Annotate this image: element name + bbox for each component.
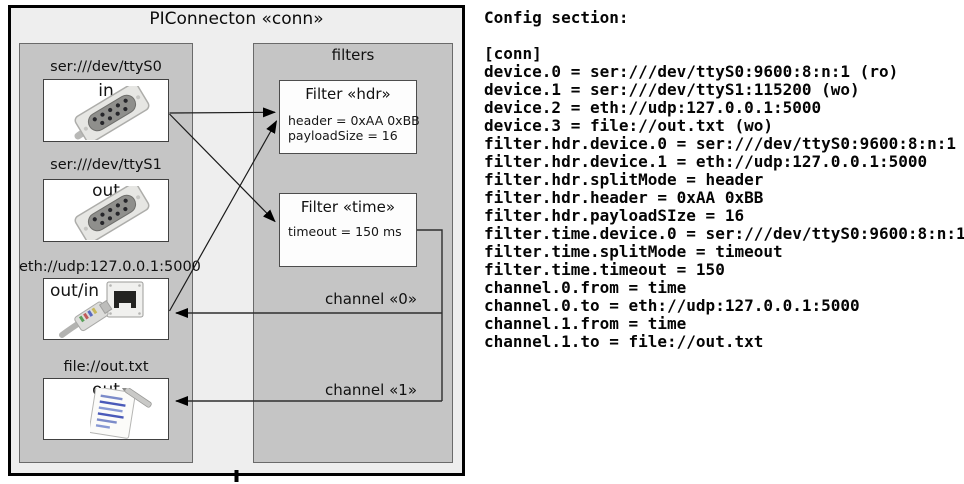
port-label-out-in: out/in: [50, 281, 100, 301]
config-line: device.0 = ser:///dev/ttyS0:9600:8:n:1 (…: [484, 62, 899, 81]
config-title: Config section:: [484, 8, 629, 27]
serial-connector-icon: [64, 82, 160, 144]
config-line: filter.hdr.splitMode = header: [484, 170, 764, 189]
config-line: device.1 = ser:///dev/ttyS1:115200 (wo): [484, 80, 860, 99]
filter-hdr-header-prop: header = 0xAA 0xBB: [288, 113, 420, 128]
device-box-ttys1: out: [43, 179, 169, 244]
config-blank-line: [484, 27, 964, 45]
connection-title: PIConnecton «conn»: [149, 9, 324, 29]
channel-1-label: channel «1»: [324, 381, 417, 399]
device-box-file: out: [43, 378, 169, 440]
filter-hdr-title: Filter «hdr»: [305, 85, 391, 103]
device-address-eth: eth://udp:127.0.0.1:5000: [19, 259, 201, 275]
config-section: Config section: [conn] device.0 = ser://…: [484, 9, 964, 351]
channel-0-label: channel «0»: [324, 290, 417, 308]
config-line: device.3 = file://out.txt (wo): [484, 116, 773, 135]
filter-hdr-payloadsize-prop: payloadSize = 16: [288, 128, 398, 143]
notepad-icon: [88, 384, 154, 444]
device-address-ttys1: ser:///dev/ttyS1: [50, 157, 162, 173]
config-line: channel.1.to = file://out.txt: [484, 332, 764, 351]
config-line: channel.1.from = time: [484, 314, 687, 333]
config-line: filter.time.timeout = 150: [484, 260, 725, 279]
device-address-file: file://out.txt: [63, 359, 149, 375]
filter-hdr-box: Filter «hdr» header = 0xAA 0xBB payloadS…: [279, 80, 420, 154]
filter-time-box: Filter «time» timeout = 150 ms: [279, 193, 417, 267]
ethernet-connector-icon: [44, 279, 168, 343]
device-address-ttys0: ser:///dev/ttyS0: [50, 59, 162, 75]
filter-time-timeout-prop: timeout = 150 ms: [288, 224, 402, 239]
config-line: channel.0.to = eth://udp:127.0.0.1:5000: [484, 296, 860, 315]
serial-connector-icon: [64, 182, 160, 244]
config-line: device.2 = eth://udp:127.0.0.1:5000: [484, 98, 822, 117]
config-line: channel.0.from = time: [484, 278, 687, 297]
config-line: filter.time.device.0 = ser:///dev/ttyS0:…: [484, 224, 964, 243]
config-line: filter.time.splitMode = timeout: [484, 242, 783, 261]
config-line: filter.hdr.device.1 = eth://udp:127.0.0.…: [484, 152, 928, 171]
config-line: filter.hdr.header = 0xAA 0xBB: [484, 188, 764, 207]
config-line: [conn]: [484, 44, 542, 63]
device-box-eth: out/in: [43, 278, 169, 340]
device-box-ttys0: in: [43, 79, 169, 144]
filter-time-title: Filter «time»: [300, 198, 396, 216]
filters-panel-title: filters: [331, 46, 375, 64]
config-line: filter.hdr.device.0 = ser:///dev/ttyS0:9…: [484, 134, 957, 153]
config-line: filter.hdr.payloadSIze = 16: [484, 206, 745, 225]
